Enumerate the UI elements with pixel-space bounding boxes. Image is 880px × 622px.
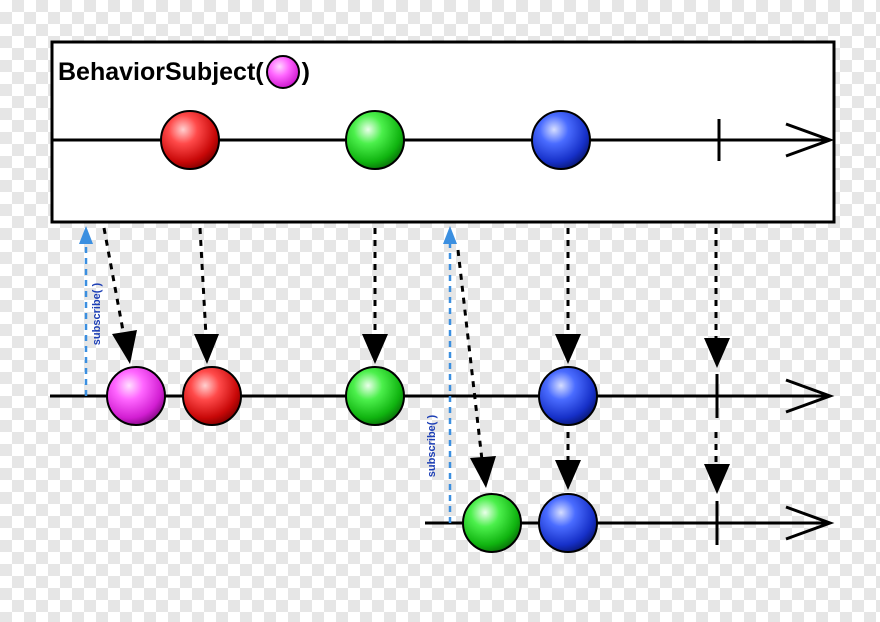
observer-1-marble-blue bbox=[538, 366, 598, 426]
observer-1-marble-green bbox=[345, 366, 405, 426]
subscribe-arrowhead-2 bbox=[443, 226, 457, 244]
subject-marble-green bbox=[345, 110, 405, 170]
observer-2-marble-blue bbox=[538, 493, 598, 553]
subscribe-label-1: subscribe( ) bbox=[91, 282, 103, 346]
subscribe-arrowhead-1 bbox=[79, 226, 93, 244]
title-initial-marble bbox=[265, 55, 300, 89]
title-text: BehaviorSubject( bbox=[58, 57, 264, 86]
emit-arrow-green-2 bbox=[456, 249, 484, 461]
title-close-paren: ) bbox=[301, 57, 310, 86]
diagram-title: BehaviorSubject( ) bbox=[58, 54, 310, 90]
observer-2-marble-green bbox=[462, 493, 522, 553]
subscribe-label-2: subscribe( ) bbox=[426, 414, 438, 478]
subscribe-arrows bbox=[79, 226, 457, 523]
emission-arrowheads bbox=[112, 330, 730, 494]
observer-1-timeline bbox=[50, 366, 835, 426]
subject-timeline bbox=[52, 110, 835, 170]
observer-2-timeline bbox=[425, 493, 835, 553]
emit-arrow-magenta bbox=[102, 227, 126, 337]
subject-marble-red bbox=[160, 110, 220, 170]
emit-arrow-red bbox=[198, 227, 208, 337]
emission-arrows bbox=[102, 227, 718, 466]
subject-marble-blue bbox=[531, 110, 591, 170]
observer-1-marble-magenta bbox=[106, 366, 166, 426]
observer-1-marble-red bbox=[182, 366, 242, 426]
